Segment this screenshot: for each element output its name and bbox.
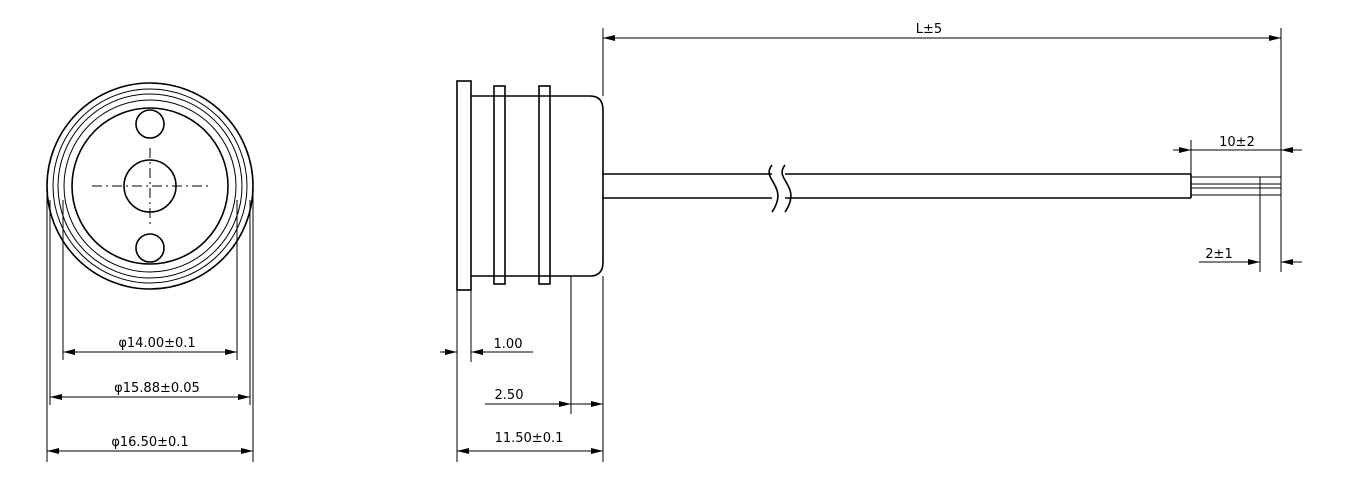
flange <box>456 80 472 291</box>
rim-circle-3 <box>57 93 243 279</box>
center-contact <box>123 159 177 213</box>
dimension-label-d1: φ14.00±0.1 <box>118 336 195 351</box>
dimension-label-flange-thickness: 1.00 <box>494 337 523 352</box>
connector-body <box>471 95 604 277</box>
rim-circle-4 <box>63 99 237 273</box>
side-view: L±5 10±2 2±1 1.00 2.50 11.50±0.1 <box>440 22 1302 462</box>
wire-lower <box>1190 187 1282 196</box>
lower-hole <box>135 233 165 263</box>
dimension-label-d2: φ15.88±0.05 <box>114 381 200 396</box>
face-circle <box>71 107 229 265</box>
break-line <box>781 164 792 213</box>
rim-circle-2 <box>52 88 248 284</box>
dimension-label-body-length: 11.50±0.1 <box>495 431 564 446</box>
break-line <box>768 164 779 213</box>
front-view: φ14.00±0.1 φ15.88±0.05 φ16.50±0.1 <box>46 82 254 462</box>
groove-ring-2 <box>538 85 551 285</box>
upper-hole <box>135 109 165 139</box>
dimension-label-strip-length: 10±2 <box>1219 135 1255 150</box>
dimension-label-d3: φ16.50±0.1 <box>111 435 188 450</box>
wire-upper <box>1190 176 1282 185</box>
dimension-label-tin-length: 2±1 <box>1205 247 1232 262</box>
outer-rim-circle <box>46 82 254 290</box>
dimension-label-cable-length: L±5 <box>916 22 942 37</box>
dimension-label-body-step: 2.50 <box>495 388 524 403</box>
groove-ring-1 <box>493 85 506 285</box>
